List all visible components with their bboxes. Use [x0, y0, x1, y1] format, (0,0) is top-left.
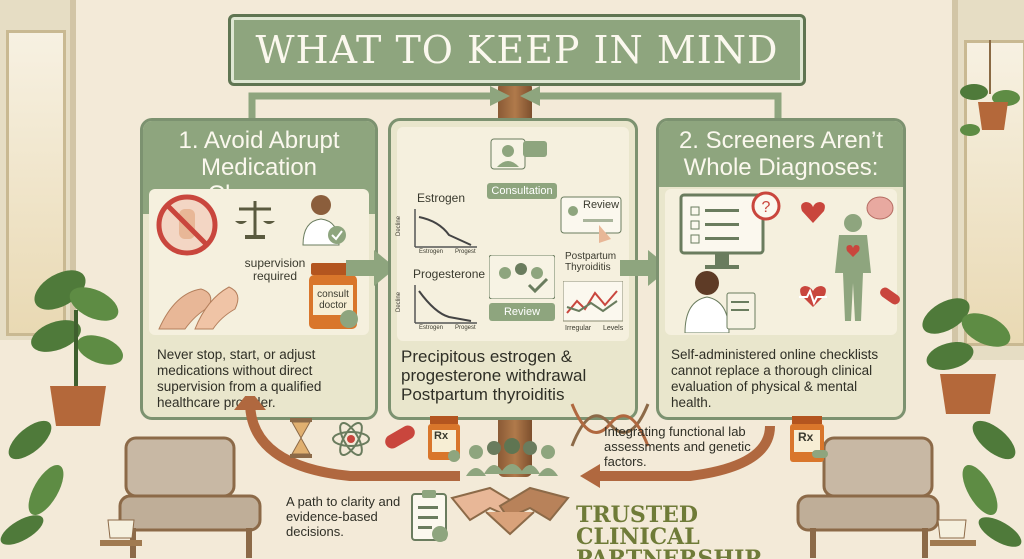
svg-text:?: ?: [762, 199, 771, 216]
hanging-plant-icon: [960, 40, 1020, 136]
scales-icon: [235, 201, 275, 239]
estrogen-label: Estrogen: [417, 191, 466, 205]
atom-icon: [332, 422, 370, 456]
right-panel-illustration: ?: [665, 189, 900, 335]
left-to-middle-arrow: [346, 250, 396, 286]
left-armchair-icon: [100, 436, 262, 558]
progesterone-label: Progesterone: [413, 267, 486, 281]
right-armchair-icon: [796, 436, 976, 558]
brain-icon: [866, 196, 894, 220]
middle-panel-illustration: Estrogen Estrogen Progest Decline Proges…: [396, 127, 629, 341]
irregular-levels-graph: [563, 281, 623, 322]
estrogen-axis-label: Estrogen: [419, 249, 444, 255]
consultation-tag: Consultation: [487, 183, 557, 199]
review-card-icon: [560, 196, 622, 243]
review-team-icon: [489, 255, 555, 299]
clinician-icon: [684, 271, 756, 333]
body-figure-icon: [835, 214, 871, 321]
levels-label: Levels: [603, 325, 624, 332]
estrogen-progest-axis-label: Progest: [455, 249, 476, 255]
consultation-icon: [490, 138, 547, 170]
middle-panel: Estrogen Estrogen Progest Decline Proges…: [388, 118, 638, 420]
progesterone-decline-label: Decline: [396, 291, 403, 313]
right-panel-heading: 2. Screeners Aren’t Whole Diagnoses:: [659, 121, 903, 187]
doctor-icon: [302, 195, 346, 246]
people-group-icon: [466, 438, 558, 476]
rx-bottle-right-icon: [790, 416, 828, 462]
left-panel: 1. Avoid Abrupt Medication Changes:: [140, 118, 378, 420]
left-panel-illustration: supervision required consult doctor: [149, 189, 369, 335]
irregular-label: Irregular: [565, 325, 592, 332]
middle-panel-bullets: Precipitous estrogen & progesterone with…: [401, 347, 627, 404]
left-plant-icon: [31, 270, 123, 426]
rx-label-right: Rx: [798, 430, 814, 444]
computer-checklist-icon: [679, 193, 765, 269]
right-plant-icon: [922, 298, 1011, 414]
integrating-text: Integrating functional lab assessments a…: [604, 424, 751, 469]
bottom-left-fern-icon: [0, 420, 64, 545]
right-panel: 2. Screeners Aren’t Whole Diagnoses: ?: [656, 118, 906, 420]
dna-icon: [570, 403, 650, 447]
capsule-icon: [880, 287, 900, 305]
question-icon: ?: [751, 191, 781, 221]
bottle-label: consult doctor: [317, 289, 349, 311]
bottom-right-fern-icon: [962, 420, 1022, 547]
title-banner: WHAT TO KEEP IN MIND: [228, 14, 806, 86]
rx-label-left: Rx: [434, 430, 449, 442]
middle-bullet-2: Postpartum thyroiditis: [401, 385, 565, 404]
middle-bullet-1: Precipitous estrogen & progesterone with…: [401, 347, 587, 385]
hourglass-icon: [290, 418, 312, 458]
bottom-return-arrows: [234, 396, 775, 488]
progesterone-axis-label: Estrogen: [419, 325, 444, 331]
hands-icon: [158, 286, 239, 330]
handshake-icon: [450, 486, 570, 536]
no-hand-icon: [156, 194, 218, 256]
heartbeat-icon: [799, 286, 827, 307]
heart-icon: [801, 202, 825, 223]
page-title: WHAT TO KEEP IN MIND: [255, 28, 779, 72]
progesterone-decline-graph: [414, 285, 477, 324]
review-card-label: Review: [583, 199, 620, 211]
supervision-label: supervision required: [244, 256, 306, 283]
right-panel-bullet: Self-administered online checklists cann…: [671, 347, 879, 410]
estrogen-decline-graph: [414, 209, 477, 248]
rx-bottle-icon: [428, 416, 460, 462]
top-arrows: [248, 86, 782, 120]
clipboard-checklist-icon: [411, 490, 448, 542]
pill-bottle-icon: [309, 263, 358, 329]
progesterone-progest-axis-label: Progest: [455, 325, 476, 331]
partnership-text: TRUSTED CLINICAL PARTNERSHIP: [576, 502, 761, 559]
postpartum-label: Postpartum Thyroiditis: [565, 251, 617, 273]
path-text: A path to clarity and evidence-based dec…: [286, 494, 401, 539]
pill-icon: [385, 425, 415, 449]
review-tag: Review: [489, 303, 555, 321]
estrogen-decline-label: Decline: [396, 215, 403, 237]
